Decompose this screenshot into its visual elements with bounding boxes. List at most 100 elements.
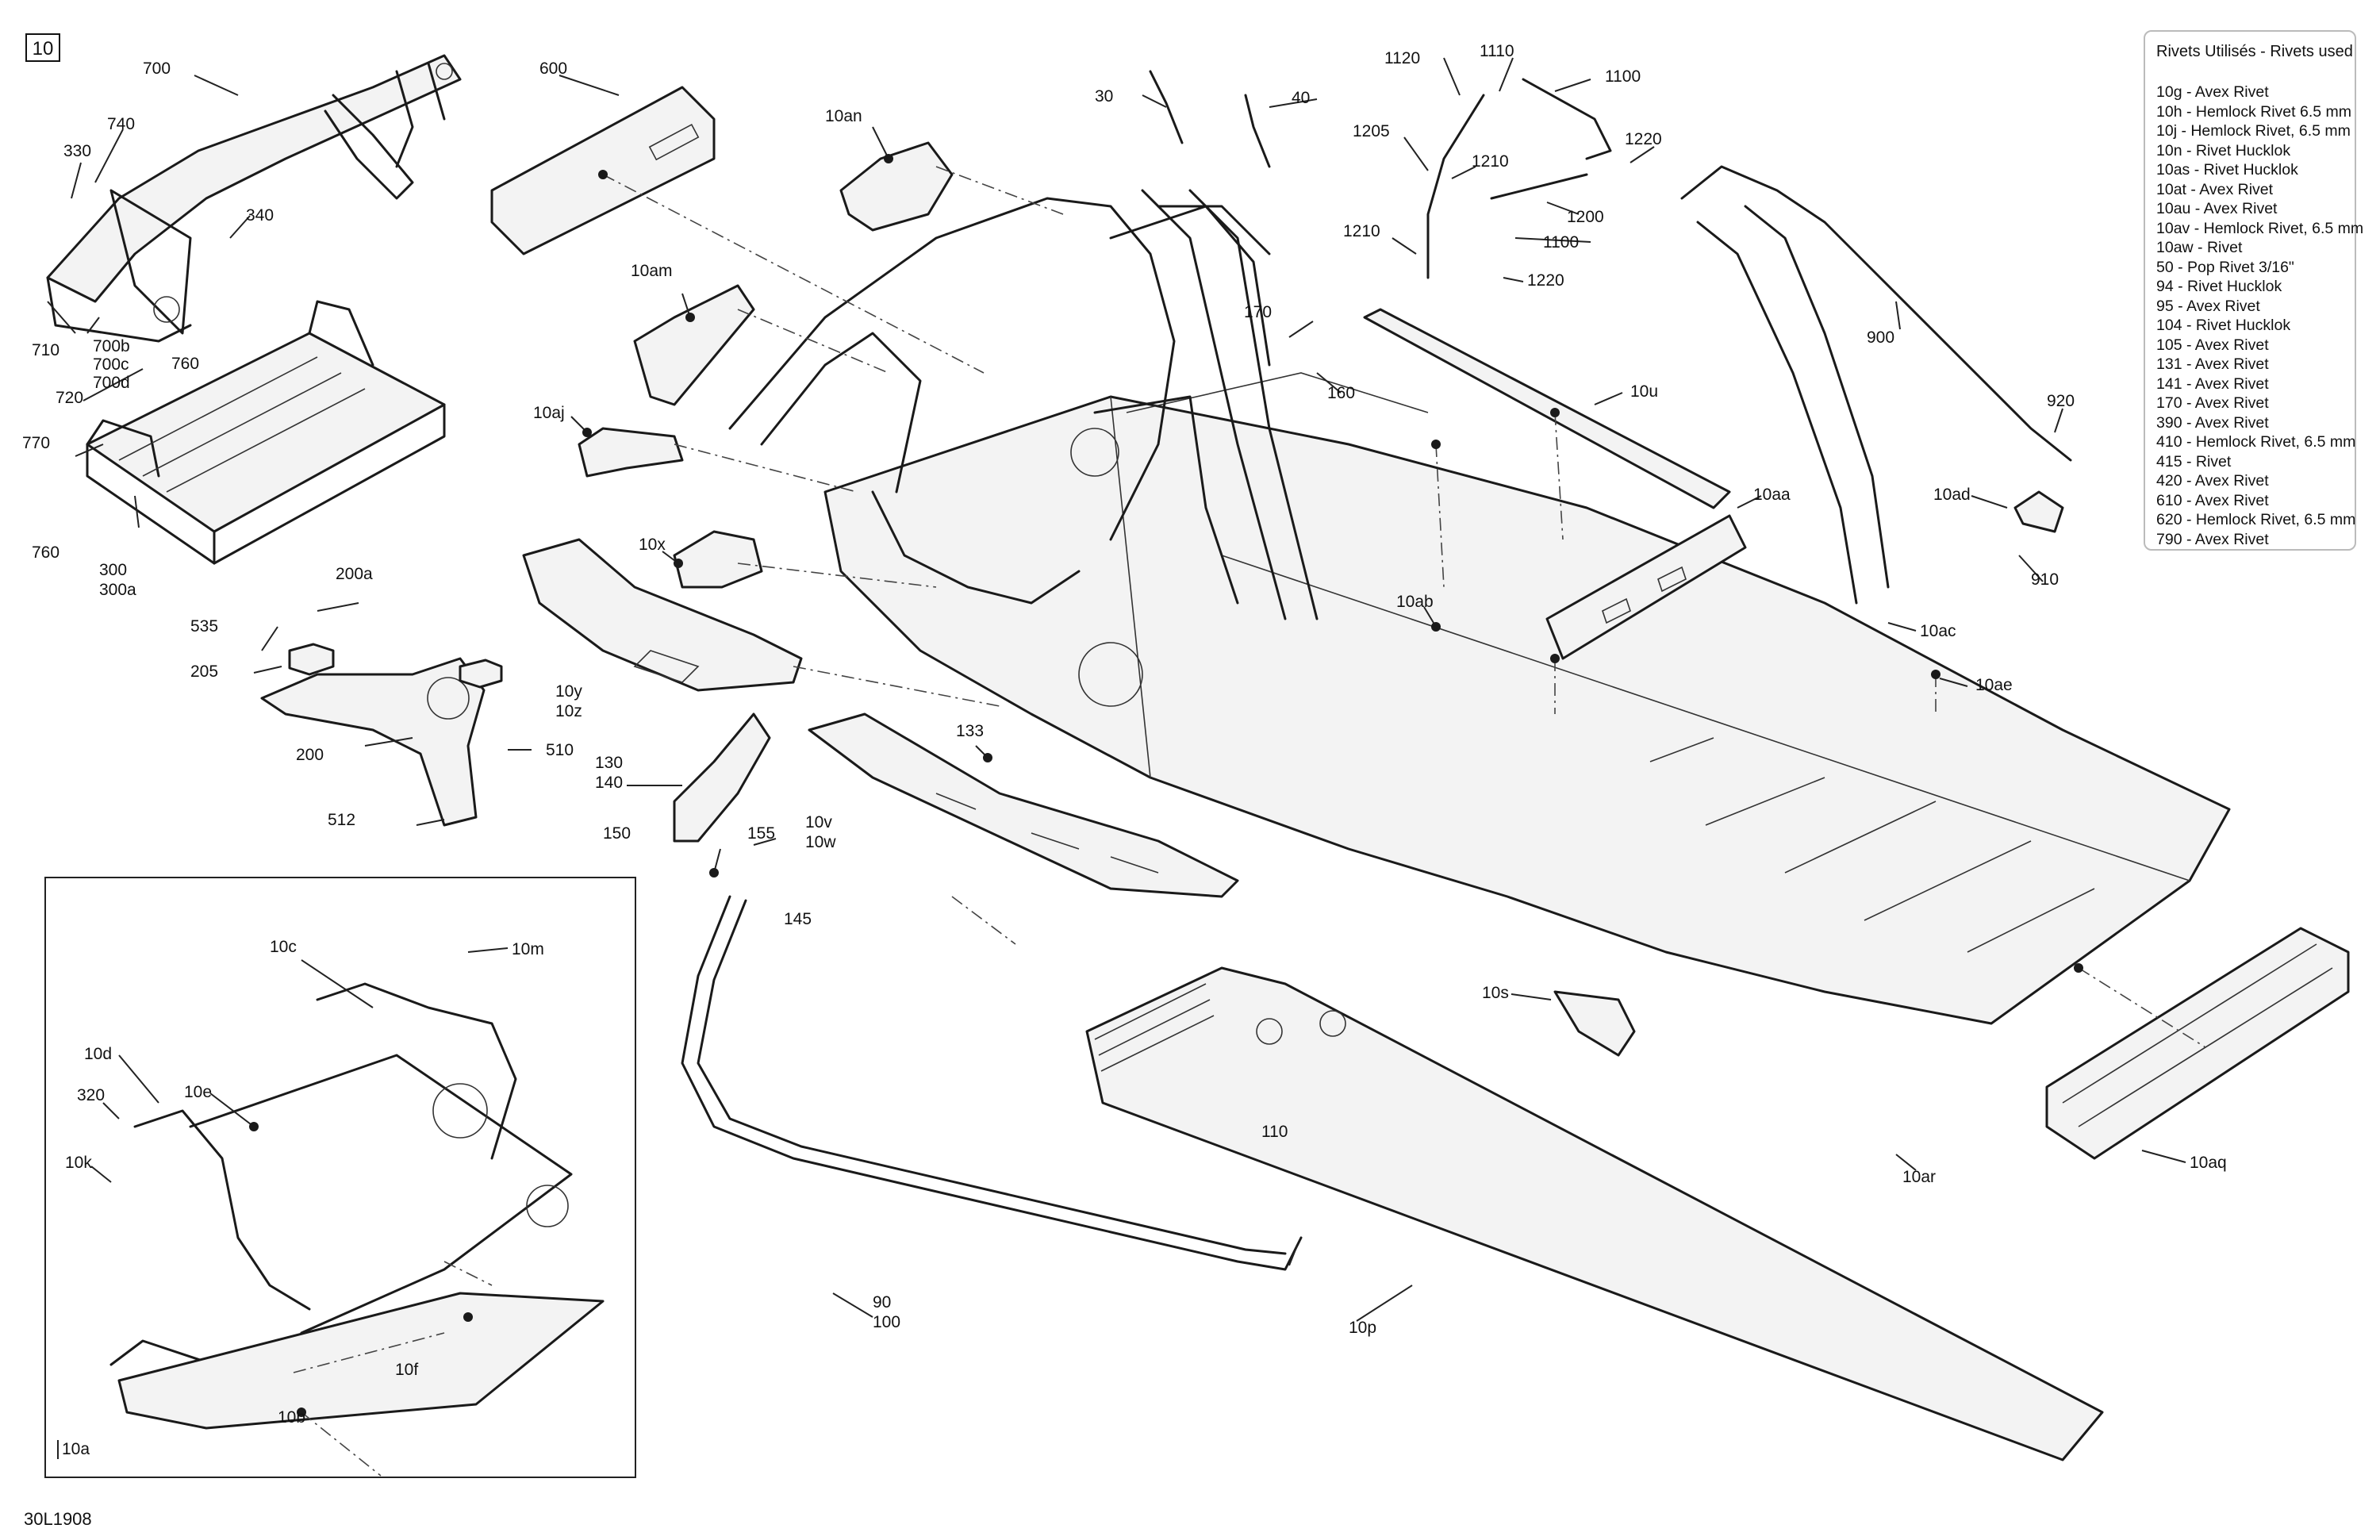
callout-10ar: 10ar xyxy=(1902,1168,1936,1186)
callout-1205: 1205 xyxy=(1353,122,1390,140)
callout-110: 110 xyxy=(1261,1123,1288,1141)
callout-760: 760 xyxy=(32,543,60,562)
legend-item: 141 - Avex Rivet xyxy=(2156,374,2269,393)
callout-10an: 10an xyxy=(825,107,862,125)
callout-10am: 10am xyxy=(631,262,673,280)
inset-10a-drawing xyxy=(109,982,605,1430)
legend-item: 10h - Hemlock Rivet 6.5 mm xyxy=(2156,102,2351,121)
section-number: 10 xyxy=(25,33,60,62)
part-10am-bracket xyxy=(633,284,755,406)
legend-item: 104 - Rivet Hucklok xyxy=(2156,317,2291,334)
legend-item: 620 - Hemlock Rivet, 6.5 mm xyxy=(2156,511,2356,528)
callout-10e: 10e xyxy=(184,1083,212,1101)
callout-10z: 10z xyxy=(555,702,582,720)
callout-10y: 10y xyxy=(555,682,582,701)
callout-700d: 700d xyxy=(93,374,130,392)
legend-item: 105 - Avex Rivet xyxy=(2156,336,2269,354)
leader-lines xyxy=(47,57,2186,1322)
callout-10b: 10b xyxy=(278,1408,305,1427)
callout-10f: 10f xyxy=(395,1361,418,1379)
legend-title: Rivets Utilisés - Rivets used xyxy=(2156,43,2353,60)
part-200-bracket xyxy=(260,643,503,827)
legend-item: 420 - Avex Rivet xyxy=(2156,472,2269,490)
callout-10s: 10s xyxy=(1482,984,1509,1002)
callout-900: 900 xyxy=(1867,328,1894,347)
part-10ad-bracket xyxy=(2013,490,2064,533)
callout-160: 160 xyxy=(1327,384,1355,402)
part-130-bracket xyxy=(673,712,771,843)
callout-10c: 10c xyxy=(270,938,297,956)
part-40-link xyxy=(1244,94,1271,168)
callout-1220: 1220 xyxy=(1625,130,1662,148)
legend-item: 10n - Rivet Hucklok xyxy=(2156,141,2291,159)
part-main-tunnel xyxy=(823,372,2231,1025)
callout-760: 760 xyxy=(171,355,199,373)
legend-item: 410 - Hemlock Rivet, 6.5 mm xyxy=(2156,433,2356,451)
part-900-rear-bumper xyxy=(1680,165,2072,605)
callout-330: 330 xyxy=(63,142,91,160)
callout-205: 205 xyxy=(190,662,218,681)
legend-item: 790 - Avex Rivet xyxy=(2156,530,2269,548)
callout-10d: 10d xyxy=(84,1045,112,1063)
part-10aq-end-cap xyxy=(2045,927,2350,1160)
callout-920: 920 xyxy=(2047,392,2075,410)
callout-10ab: 10ab xyxy=(1396,593,1434,611)
callout-10p: 10p xyxy=(1349,1319,1376,1337)
callout-300: 300 xyxy=(99,561,127,579)
callout-1110: 1110 xyxy=(1480,42,1514,60)
callout-535: 535 xyxy=(190,617,218,636)
part-10v-running-board xyxy=(808,712,1239,898)
callout-770: 770 xyxy=(22,434,50,452)
part-10s-bracket xyxy=(1553,990,1636,1057)
dashed-centerlines xyxy=(293,166,2206,1477)
part-90-tube xyxy=(681,895,1303,1271)
callout-100: 100 xyxy=(873,1313,900,1331)
callout-1210: 1210 xyxy=(1343,222,1380,240)
callout-10m: 10m xyxy=(512,940,544,958)
part-10aj-bracket xyxy=(578,427,684,478)
legend-item: 95 - Avex Rivet xyxy=(2156,297,2260,315)
part-10p-tunnel-panel xyxy=(1085,966,2104,1461)
legend-item: 10g - Avex Rivet xyxy=(2156,83,2269,101)
legend-item: 415 - Rivet xyxy=(2156,452,2232,470)
callout-10u: 10u xyxy=(1630,382,1658,401)
fastener-dots xyxy=(249,154,2083,1417)
callout-40: 40 xyxy=(1292,89,1310,107)
callout-133: 133 xyxy=(956,722,984,740)
callout-1210: 1210 xyxy=(1472,152,1509,171)
callout-1100: 1100 xyxy=(1543,233,1579,252)
callout-10k: 10k xyxy=(65,1154,92,1172)
callout-340: 340 xyxy=(246,206,274,225)
legend-item: 10as - Rivet Hucklok xyxy=(2156,161,2298,179)
inset-tag: 10a xyxy=(57,1440,90,1459)
callout-10ae: 10ae xyxy=(1975,676,2013,694)
legend-item: 50 - Pop Rivet 3/16" xyxy=(2156,258,2294,276)
part-front-bulkhead xyxy=(728,197,1271,707)
callout-10v: 10v xyxy=(805,813,832,831)
callout-145: 145 xyxy=(784,910,812,928)
callout-labels: 700 740 330 340 710 700b 700c 700d 760 7… xyxy=(22,42,2227,1427)
callout-700c: 700c xyxy=(93,355,129,374)
callout-10x: 10x xyxy=(639,536,666,554)
part-700-steering-support xyxy=(46,54,462,343)
callout-720: 720 xyxy=(56,389,83,407)
legend-item: 94 - Rivet Hucklok xyxy=(2156,278,2282,295)
inset-frame xyxy=(44,877,636,1478)
callout-1200: 1200 xyxy=(1567,208,1604,226)
callout-30: 30 xyxy=(1095,87,1113,106)
callout-10aa: 10aa xyxy=(1753,486,1791,504)
callout-710: 710 xyxy=(32,341,60,359)
callout-200a: 200a xyxy=(336,565,373,583)
callout-300a: 300a xyxy=(99,581,136,599)
part-300-lower-pan xyxy=(86,300,446,565)
callout-512: 512 xyxy=(328,811,355,829)
part-10aa-plate xyxy=(1545,514,1747,660)
callout-700: 700 xyxy=(143,60,171,78)
callout-200: 200 xyxy=(296,746,324,764)
callout-150: 150 xyxy=(603,824,631,843)
legend-item: 10j - Hemlock Rivet, 6.5 mm xyxy=(2156,122,2351,140)
part-10an-bracket xyxy=(839,141,954,232)
legend-item: 170 - Avex Rivet xyxy=(2156,394,2269,412)
callout-1220: 1220 xyxy=(1527,271,1564,290)
